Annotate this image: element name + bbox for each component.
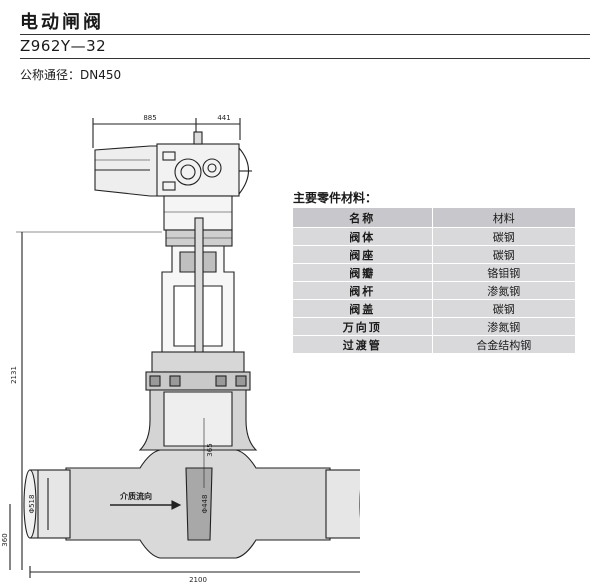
flow-direction-label: 介质流向 xyxy=(119,491,152,501)
part-name: 阀瓣 xyxy=(292,263,433,282)
dim-stem-segment: 365 xyxy=(206,443,214,456)
materials-title: 主要零件材料： xyxy=(293,191,378,205)
page-title: 电动闸阀 xyxy=(20,12,104,33)
dim-overall-height: 2131 xyxy=(10,366,18,384)
header-material: 材料 xyxy=(431,207,577,228)
dim-top-left: 885 xyxy=(143,114,156,122)
part-name: 阀杆 xyxy=(292,281,433,300)
part-material: 碳钢 xyxy=(431,245,577,264)
part-name: 过渡管 xyxy=(292,335,433,354)
dim-overall-length: 2100 xyxy=(189,576,207,584)
table-row: 阀体 碳钢 xyxy=(292,227,577,246)
table-row: 阀瓣 铬钼钢 xyxy=(292,263,577,282)
table-row: 阀座 碳钢 xyxy=(292,245,577,264)
nominal-diameter-label: 公称通径： xyxy=(20,68,81,82)
valve-drawing: 885 441 2131 365 Φ518 Φ448 360 2100 介质流向 xyxy=(1,114,360,584)
part-material: 渗氮钢 xyxy=(431,281,577,300)
part-name: 阀盖 xyxy=(292,299,433,318)
part-material: 合金结构钢 xyxy=(431,335,577,354)
part-material: 碳钢 xyxy=(431,299,577,318)
nominal-diameter: 公称通径：DN450 xyxy=(20,66,121,83)
dim-bottom-height: 360 xyxy=(1,533,9,546)
table-row: 阀杆 渗氮钢 xyxy=(292,281,577,300)
dim-port-outer: Φ518 xyxy=(28,495,36,514)
part-name: 阀体 xyxy=(292,227,433,246)
materials-table-header: 名称 材料 xyxy=(292,207,577,228)
part-name: 阀座 xyxy=(292,245,433,264)
table-row: 阀盖 碳钢 xyxy=(292,299,577,318)
part-material: 碳钢 xyxy=(431,227,577,246)
materials-table: 名称 材料 阀体 碳钢 阀座 碳钢 阀瓣 铬钼钢 阀杆 渗氮钢 阀盖 碳钢 万向… xyxy=(292,207,577,354)
title-divider xyxy=(20,34,590,35)
nominal-diameter-value: DN450 xyxy=(80,68,122,82)
dim-top-right: 441 xyxy=(217,114,230,122)
dim-port-inner: Φ448 xyxy=(201,495,209,514)
part-name: 万向顶 xyxy=(292,317,433,336)
model-number: Z962Y—32 xyxy=(20,37,107,55)
part-material: 渗氮钢 xyxy=(431,317,577,336)
table-row: 过渡管 合金结构钢 xyxy=(292,335,577,354)
header-part-name: 名称 xyxy=(292,207,433,228)
part-material: 铬钼钢 xyxy=(431,263,577,282)
table-row: 万向顶 渗氮钢 xyxy=(292,317,577,336)
model-divider xyxy=(20,58,590,59)
